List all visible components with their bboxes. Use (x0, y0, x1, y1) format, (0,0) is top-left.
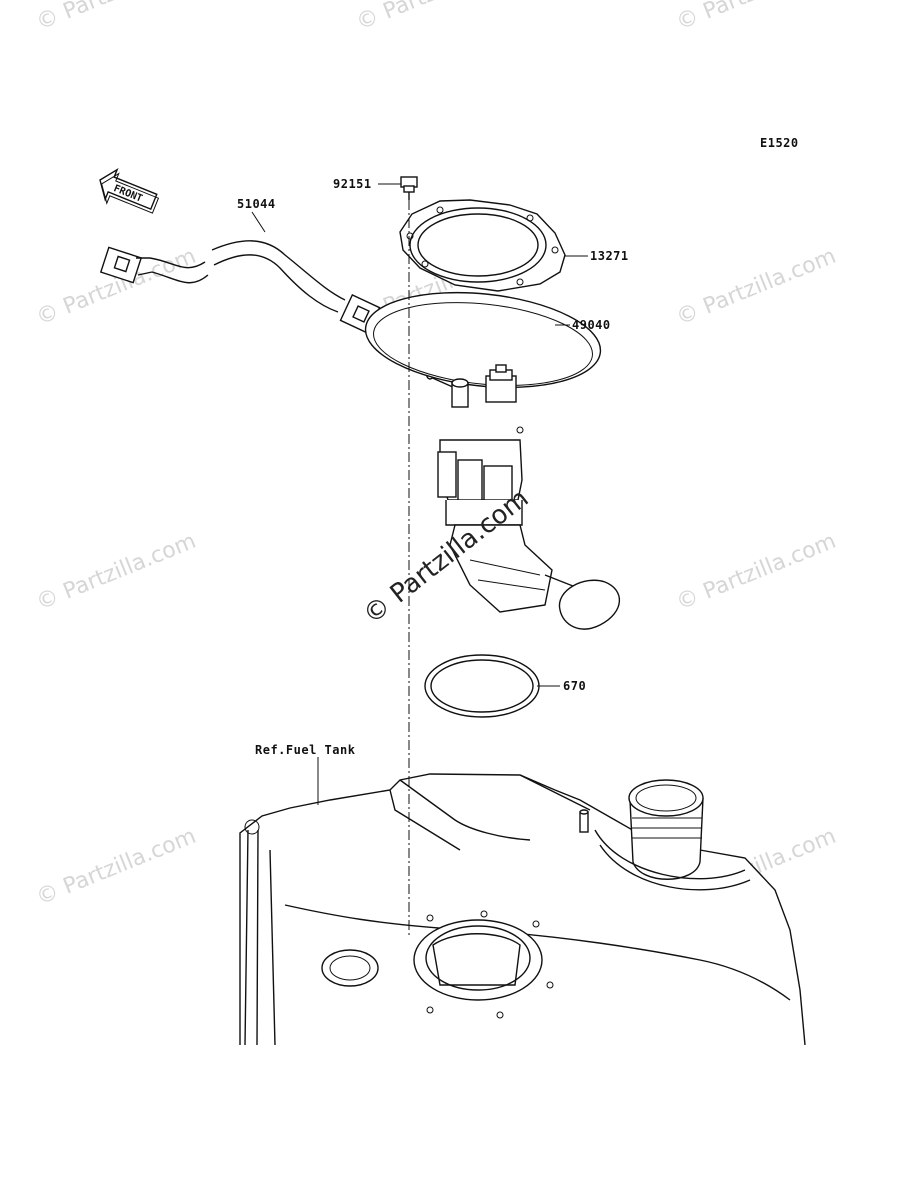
watermark: © Partzilla.com (353, 0, 520, 36)
watermark: © Partzilla.com (673, 0, 840, 36)
watermark: © Partzilla.com (673, 244, 840, 331)
watermark: © Partzilla.com (33, 529, 200, 616)
bolt (400, 176, 418, 200)
watermark: © Partzilla.com (33, 824, 200, 911)
part-label-92151: 92151 (333, 177, 372, 191)
part-label-13271: 13271 (590, 249, 629, 263)
front-arrow: FRONT (99, 167, 160, 214)
watermark: © Partzilla.com (673, 529, 840, 616)
gasket-plate (399, 199, 566, 292)
watermark: © Partzilla.com (33, 0, 200, 36)
leader-lines (251, 183, 588, 805)
o-ring (424, 654, 540, 718)
diagram-code: E1520 (760, 136, 799, 150)
ref-fuel-tank-label: Ref.Fuel Tank (255, 743, 356, 757)
fuel-tank (239, 773, 806, 1046)
part-label-49040: 49040 (572, 318, 611, 332)
fuel-pump (364, 291, 621, 630)
fuel-hose (99, 240, 405, 356)
part-label-670: 670 (563, 679, 586, 693)
part-label-51044: 51044 (237, 197, 276, 211)
